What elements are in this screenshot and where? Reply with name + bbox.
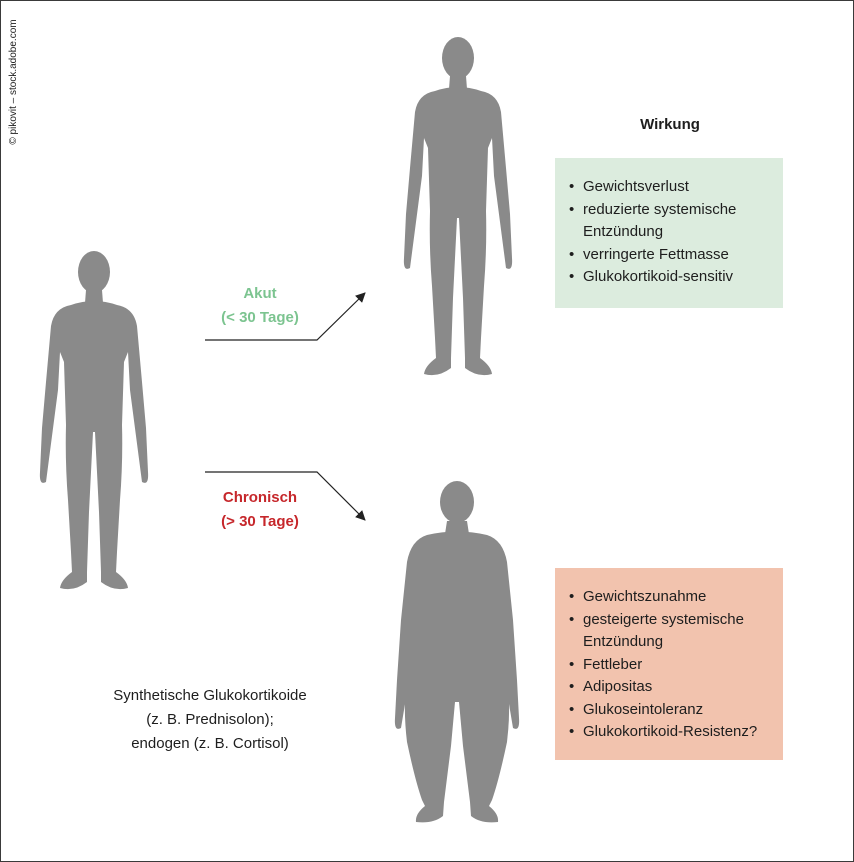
list-item: • verringerte Fettmasse (567, 244, 769, 267)
bullet-icon: • (569, 178, 575, 195)
chronic-effects-box: • Gewichtszunahme • gesteigerte systemisch… (555, 568, 783, 760)
bullet-icon: • (569, 245, 575, 263)
effect-text: gesteigerte systemische Entzündung (583, 610, 744, 651)
effect-text: Gewichtszunahme (583, 588, 707, 605)
effect-text: Adipositas (583, 678, 653, 695)
bullet-icon: • (569, 700, 575, 718)
note-line: Synthetische Glukokortikoide (113, 687, 307, 704)
list-item: • Glukokortikoid-Resistenz? (567, 721, 769, 744)
acute-effects-list: • Gewichtsverlust • reduzierte systemische… (567, 176, 769, 289)
arrow-acute (205, 292, 366, 341)
chronic-label: Chronisch (> 30 Tage) (200, 486, 320, 534)
bullet-icon: • (569, 588, 575, 605)
slim-human-figure-top (403, 37, 513, 376)
slim-human-figure-left (39, 251, 149, 590)
effect-text: reduzierte systemische Entzündung (583, 200, 737, 241)
bullet-icon: • (569, 678, 575, 695)
effect-text: Gewichtsverlust (583, 178, 689, 195)
chronic-effects-list: • Gewichtszunahme • gesteigerte systemisch… (567, 586, 769, 744)
acute-title: Akut (243, 285, 277, 302)
list-item: • Gewichtszunahme (567, 586, 769, 609)
chronic-duration: (> 30 Tage) (221, 513, 299, 530)
effect-text: Glukokortikoid-Resistenz? (583, 723, 758, 740)
list-item: • Glukokortikoid-sensitiv (567, 266, 769, 289)
list-item: • Gewichtsverlust (567, 176, 769, 199)
effect-text: Glukokortikoid-sensitiv (583, 268, 734, 285)
acute-effects-box: • Gewichtsverlust • reduzierte systemische… (555, 158, 783, 308)
effect-text: Fettleber (583, 655, 643, 673)
bullet-icon: • (569, 723, 575, 740)
effect-text: verringerte Fettmasse (583, 245, 729, 263)
list-item: • Adipositas (567, 676, 769, 699)
effect-text: Glukoseintoleranz (583, 700, 704, 718)
list-item: • reduzierte systemische Entzündung (567, 199, 769, 244)
effects-heading: Wirkung (640, 116, 700, 133)
acute-duration: (< 30 Tage) (221, 309, 299, 326)
acute-label: Akut (< 30 Tage) (200, 282, 320, 330)
arrow-chronic (205, 471, 366, 521)
chronic-title: Chronisch (222, 489, 298, 506)
note-line: endogen (z. B. Cortisol) (131, 735, 289, 752)
obese-human-figure-bottom (394, 481, 520, 823)
list-item: • Fettleber (567, 654, 769, 677)
bullet-icon: • (569, 655, 575, 673)
note-line: (z. B. Prednisolon); (146, 711, 274, 728)
list-item: • Glukoseintoleranz (567, 699, 769, 722)
glucocorticoid-note: Synthetische Glukokortikoide (z. B. Pred… (60, 684, 360, 756)
bullet-icon: • (569, 268, 575, 285)
bullet-icon: • (569, 200, 575, 218)
bullet-icon: • (569, 610, 575, 628)
list-item: • gesteigerte systemische Entzündung (567, 609, 769, 654)
